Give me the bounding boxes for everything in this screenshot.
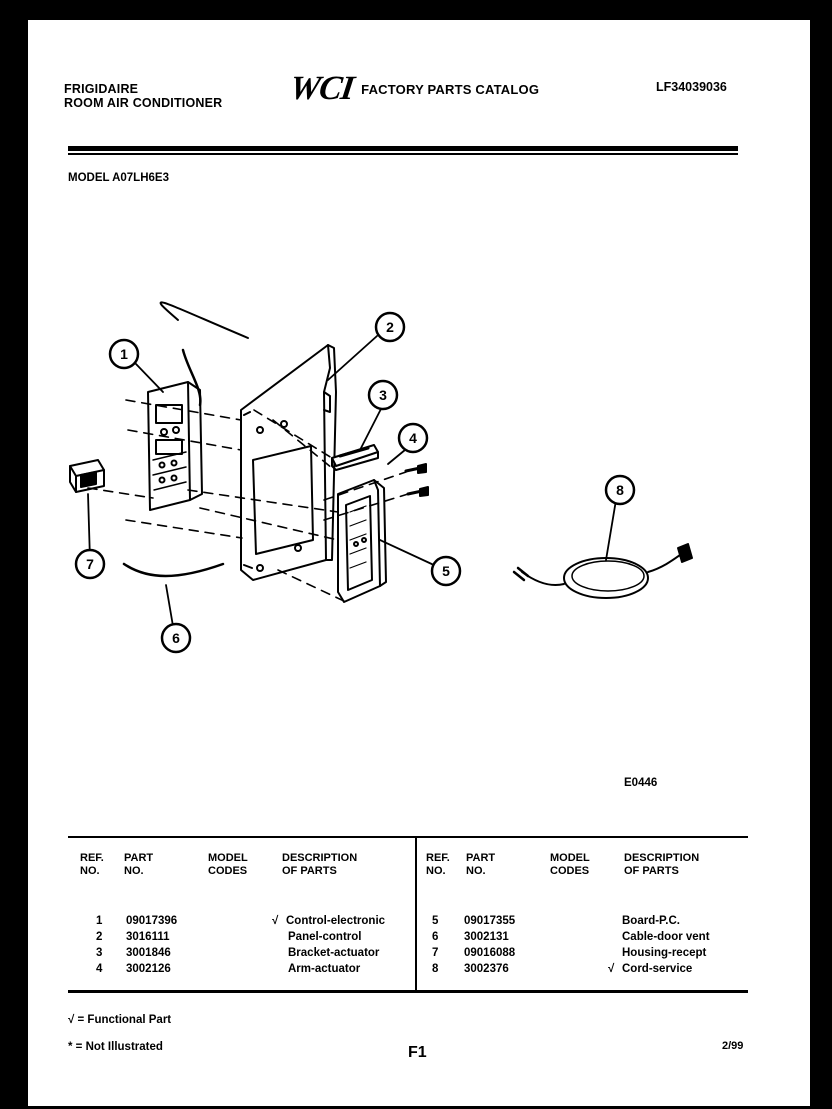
- part-no: 3002131: [464, 931, 509, 943]
- part-no: 09016088: [464, 947, 516, 959]
- callout-3: 3: [367, 379, 399, 411]
- header-rule: [68, 146, 738, 151]
- part-no: 3016111: [126, 931, 170, 943]
- ref-no: 7: [432, 947, 439, 959]
- part-arm-actuator: [404, 463, 429, 497]
- ref-no-header: REF.NO.: [80, 852, 104, 877]
- callout-6-label: 6: [172, 630, 180, 646]
- description: Control-electronic: [286, 915, 386, 927]
- table-top-rule: [68, 836, 748, 838]
- functional-part-note: √ = Functional Part: [68, 1014, 172, 1026]
- brand-block: FRIGIDAIRE ROOM AIR CONDITIONER: [64, 82, 222, 110]
- callout-6: 6: [160, 622, 192, 654]
- part-board-pc: [337, 479, 387, 603]
- description: Board-P.C.: [622, 915, 680, 927]
- alignment-lines: [87, 399, 409, 603]
- product-name: ROOM AIR CONDITIONER: [64, 96, 223, 110]
- ref-no-header: REF.NO.: [426, 852, 450, 877]
- callout-2: 2: [374, 311, 406, 343]
- ref-no: 8: [432, 963, 439, 975]
- ref-no: 1: [96, 915, 103, 927]
- header-rule-thin: [68, 153, 738, 155]
- revision-date: 2/99: [722, 1040, 744, 1052]
- part-no: 09017396: [126, 915, 178, 927]
- table-divider: [415, 838, 417, 990]
- brand-name: FRIGIDAIRE: [64, 82, 139, 96]
- part-cord-service: [512, 543, 693, 599]
- diagram-code: E0446: [624, 777, 658, 789]
- callout-7: 7: [74, 548, 106, 580]
- ref-no: 6: [432, 931, 439, 943]
- callout-4-label: 4: [409, 430, 417, 446]
- part-no: 3001846: [126, 947, 171, 959]
- part-no: 3002376: [464, 963, 509, 975]
- part-bracket-actuator: [331, 444, 379, 471]
- ref-no: 2: [96, 931, 103, 943]
- callout-8-label: 8: [616, 482, 624, 498]
- callout-7-label: 7: [86, 556, 94, 572]
- part-panel-control: [240, 344, 337, 581]
- exploded-parts-diagram: 1 2 3 4 5 6 7 8: [69, 301, 693, 654]
- callout-1: 1: [108, 338, 140, 370]
- description: Panel-control: [288, 931, 362, 943]
- callout-4: 4: [397, 422, 429, 454]
- description: Housing-recept: [622, 947, 707, 959]
- page-number: F1: [408, 1044, 427, 1061]
- catalog-title: FACTORY PARTS CATALOG: [361, 81, 540, 97]
- part-no: 09017355: [464, 915, 516, 927]
- functional-check: √: [272, 915, 279, 927]
- part-control-electronic: [147, 301, 249, 511]
- callout-3-label: 3: [379, 387, 387, 403]
- part-cable-door-vent: [122, 562, 225, 578]
- callout-5: 5: [430, 555, 462, 587]
- description: Cable-door vent: [622, 931, 710, 943]
- description: Arm-actuator: [288, 963, 361, 975]
- catalog-header: WCI FACTORY PARTS CATALOG: [287, 70, 540, 107]
- catalog-number: LF34039036: [656, 80, 727, 94]
- callout-2-label: 2: [386, 319, 394, 335]
- ref-no: 5: [432, 915, 439, 927]
- ref-no: 4: [96, 963, 103, 975]
- model-number: MODEL A07LH6E3: [68, 172, 169, 184]
- catalog-page: FRIGIDAIRE ROOM AIR CONDITIONER WCI FACT…: [28, 20, 810, 1106]
- part-no: 3002126: [126, 963, 171, 975]
- not-illustrated-note: * = Not Illustrated: [68, 1041, 163, 1053]
- description: Bracket-actuator: [288, 947, 380, 959]
- table-bottom-rule: [68, 990, 748, 993]
- callout-5-label: 5: [442, 563, 450, 579]
- part-housing-recept: [69, 459, 105, 493]
- ref-no: 3: [96, 947, 103, 959]
- description: Cord-service: [622, 963, 693, 975]
- functional-check: √: [608, 963, 615, 975]
- callout-1-label: 1: [120, 346, 128, 362]
- callout-8: 8: [604, 474, 636, 506]
